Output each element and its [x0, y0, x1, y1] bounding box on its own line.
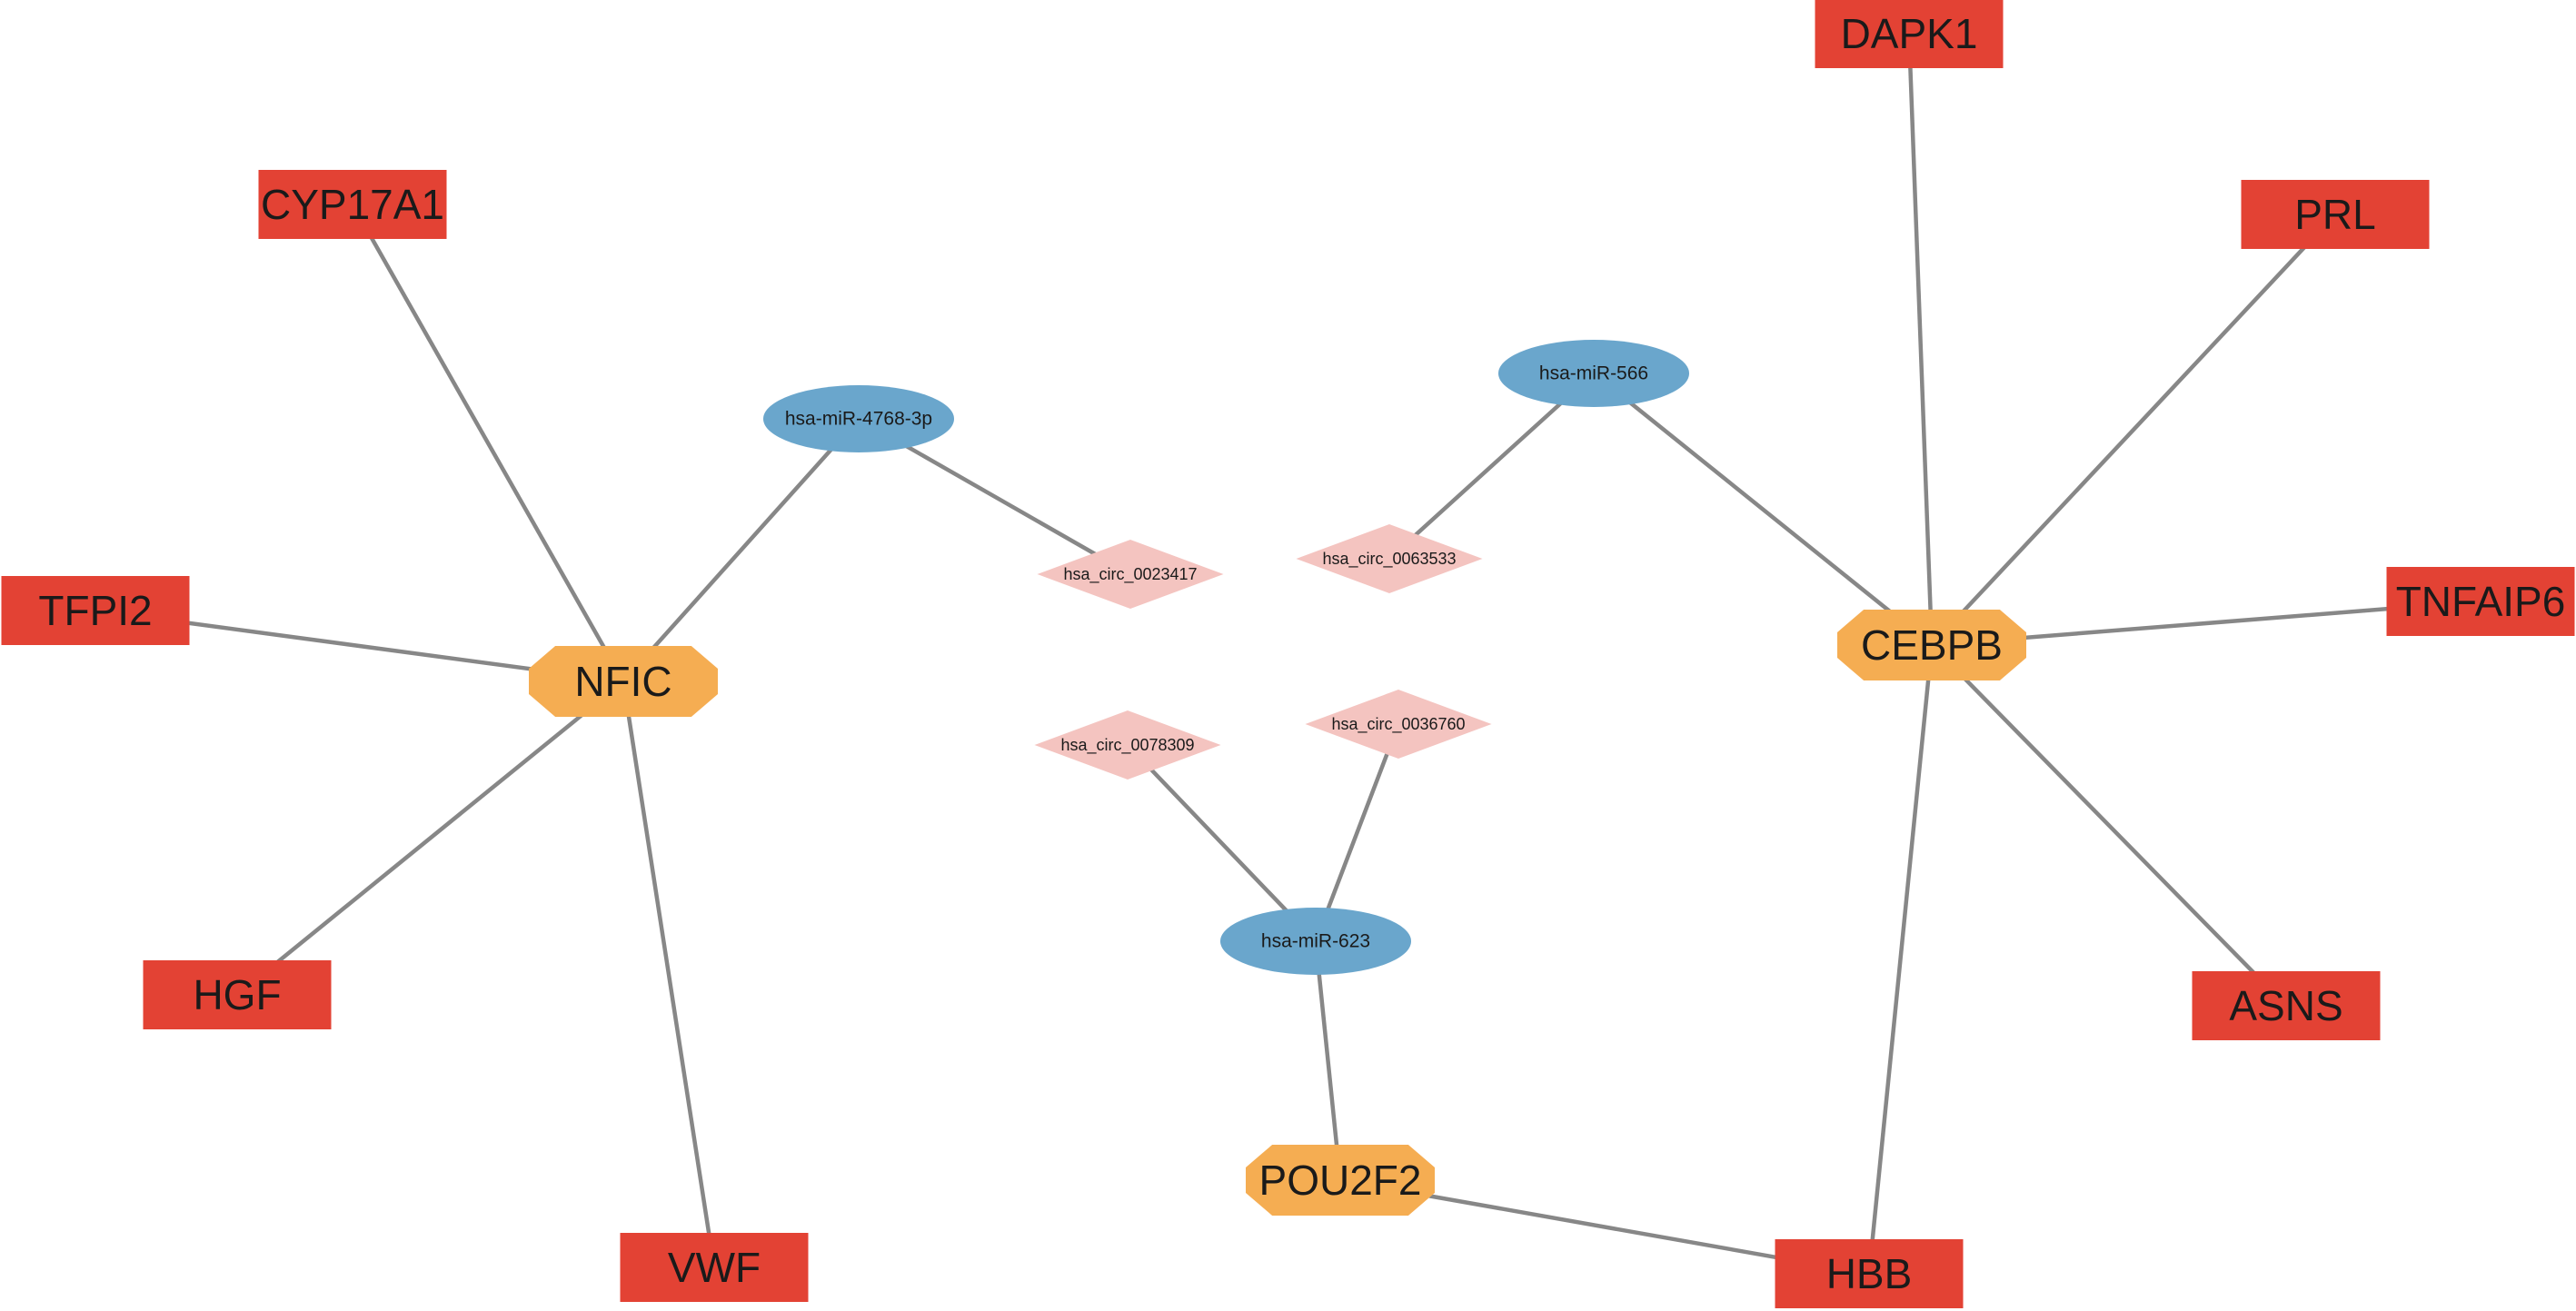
mir623-shape [1220, 908, 1411, 975]
hgf-gene-node[interactable]: HGF [143, 960, 332, 1029]
cebpb-shape [1837, 610, 2026, 680]
hgf-label: HGF [193, 971, 281, 1018]
pou2f2-shape [1246, 1145, 1435, 1216]
edge-nfic-mir4768 [622, 417, 860, 683]
tfpi2-label: TFPI2 [38, 587, 152, 634]
mir4768-label: hsa-miR-4768-3p [785, 409, 932, 430]
circ0078309-shape [1034, 710, 1221, 780]
nfic-tf-node[interactable]: NFIC [529, 646, 718, 717]
dapk1-shape [1815, 0, 2004, 68]
asns-label: ASNS [2229, 982, 2342, 1029]
circ0063533-shape [1296, 524, 1483, 593]
edge-cebpb-prl [1930, 213, 2337, 647]
cebpb-tf-node[interactable]: CEBPB [1837, 610, 2026, 680]
circ0063533-circrna-node[interactable]: hsa_circ_0063533 [1296, 524, 1483, 593]
mir566-label: hsa-miR-566 [1539, 363, 1648, 384]
vwf-gene-node[interactable]: VWF [620, 1233, 809, 1302]
asns-shape [2192, 971, 2381, 1040]
edge-nfic-cyp17a1 [351, 203, 625, 683]
tfpi2-shape [1, 576, 190, 645]
edge-mir623-circ0036760 [1313, 723, 1401, 942]
circ0078309-label: hsa_circ_0078309 [1060, 736, 1194, 755]
cyp17a1-shape [258, 170, 447, 239]
mir623-mirna-node[interactable]: hsa-miR-623 [1220, 908, 1411, 975]
pou2f2-tf-node[interactable]: POU2F2 [1246, 1145, 1435, 1216]
pou2f2-label: POU2F2 [1259, 1157, 1422, 1204]
edge-nfic-vwf [621, 680, 717, 1268]
prl-shape [2241, 180, 2430, 249]
circ0036760-circrna-node[interactable]: hsa_circ_0036760 [1305, 690, 1492, 759]
edge-mir566-cebpb [1592, 372, 1934, 647]
circ0023417-shape [1037, 540, 1224, 609]
cyp17a1-gene-node[interactable]: CYP17A1 [258, 170, 447, 239]
cebpb-label: CEBPB [1861, 621, 2003, 669]
prl-label: PRL [2294, 191, 2375, 238]
circ0023417-circrna-node[interactable]: hsa_circ_0023417 [1037, 540, 1224, 609]
dapk1-label: DAPK1 [1841, 10, 1978, 57]
tfpi2-gene-node[interactable]: TFPI2 [1, 576, 190, 645]
nfic-shape [529, 646, 718, 717]
edge-cebpb-asns [1930, 643, 2288, 1008]
vwf-shape [620, 1233, 809, 1302]
cyp17a1-label: CYP17A1 [261, 181, 444, 228]
circ0036760-shape [1305, 690, 1492, 759]
tnfaip6-shape [2386, 567, 2575, 636]
edge-cebpb-dapk1 [1906, 33, 1934, 646]
edge-nfic-hgf [235, 680, 625, 997]
dapk1-gene-node[interactable]: DAPK1 [1815, 0, 2004, 68]
mir566-shape [1498, 340, 1689, 407]
asns-gene-node[interactable]: ASNS [2192, 971, 2381, 1040]
edge-cebpb-hbb [1866, 644, 1934, 1275]
mir4768-mirna-node[interactable]: hsa-miR-4768-3p [763, 385, 954, 452]
circ0063533-label: hsa_circ_0063533 [1322, 550, 1456, 569]
tnfaip6-label: TNFAIP6 [2396, 578, 2566, 625]
edge-layer [94, 33, 2482, 1276]
edge-mir623-pou2f2 [1313, 940, 1343, 1181]
hbb-shape [1775, 1239, 1964, 1308]
mir623-label: hsa-miR-623 [1261, 931, 1370, 952]
circ0036760-label: hsa_circ_0036760 [1331, 715, 1465, 734]
mir4768-shape [763, 385, 954, 452]
edge-mir623-circ0078309 [1126, 743, 1318, 943]
circ0023417-label: hsa_circ_0023417 [1063, 565, 1197, 584]
hbb-gene-node[interactable]: HBB [1775, 1239, 1964, 1308]
circ0078309-circrna-node[interactable]: hsa_circ_0078309 [1034, 710, 1221, 780]
hgf-shape [143, 960, 332, 1029]
mir566-mirna-node[interactable]: hsa-miR-566 [1498, 340, 1689, 407]
nfic-label: NFIC [574, 658, 671, 705]
vwf-label: VWF [668, 1244, 761, 1291]
tnfaip6-gene-node[interactable]: TNFAIP6 [2386, 567, 2575, 636]
hbb-label: HBB [1826, 1250, 1913, 1297]
prl-gene-node[interactable]: PRL [2241, 180, 2430, 249]
